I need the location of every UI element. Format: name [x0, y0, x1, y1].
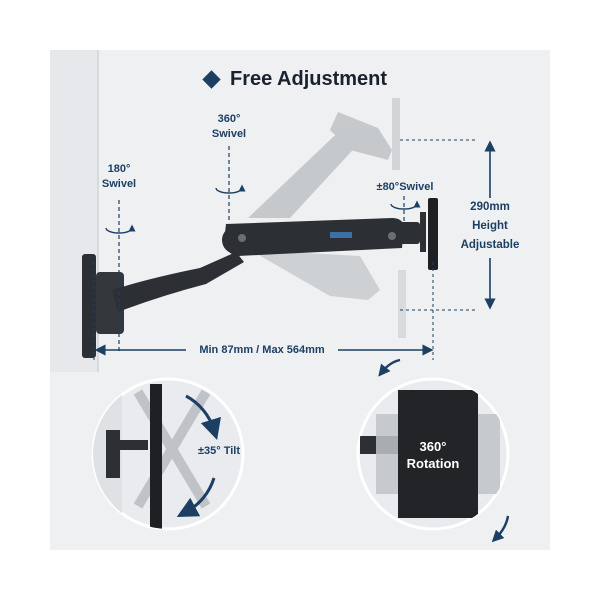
curved-arrow-icon	[185, 394, 221, 441]
curved-arrow-icon	[491, 515, 510, 543]
rotation-label: 360° Rotation	[406, 439, 460, 471]
rotation-detail	[356, 358, 510, 543]
swivel-arrow-icon	[105, 184, 421, 234]
monitor-edge	[428, 198, 438, 270]
swivel-360-label: 360° Swivel	[211, 113, 247, 140]
swivel-180-label: 180° Swivel	[101, 163, 137, 190]
wall-bracket	[96, 272, 124, 334]
title-block: Free Adjustment	[202, 66, 388, 92]
wall-plate	[82, 254, 96, 358]
swivel-80-label: ±80°Swivel	[376, 181, 434, 193]
height-label: 290mm Height Adjustable	[460, 201, 520, 251]
page-title: Free Adjustment	[230, 67, 388, 90]
ghost-arm-upper	[248, 98, 400, 218]
diamond-icon	[202, 69, 221, 89]
tilt-head	[398, 222, 420, 244]
upper-arm	[224, 218, 404, 256]
tilt-label: ±35° Tilt	[197, 445, 241, 457]
curved-arrow-icon	[176, 477, 216, 517]
extension-label: Min 87mm / Max 564mm	[199, 344, 325, 356]
ghost-arm-lower	[250, 250, 406, 338]
curved-arrow-icon	[378, 358, 401, 377]
lower-arm	[112, 252, 244, 312]
arm-logo	[330, 232, 352, 238]
